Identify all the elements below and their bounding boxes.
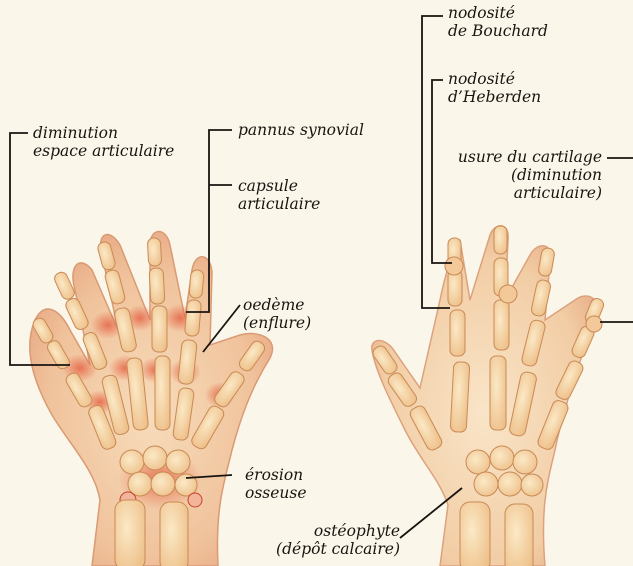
label-erosion-line2: osseuse <box>245 484 307 502</box>
label-osteophyte-line1: ostéophyte <box>245 522 400 540</box>
label-osteophyte: ostéophyte (dépôt calcaire) <box>245 522 400 558</box>
label-heberden-line2: d’Heberden <box>448 88 541 106</box>
right-hand-illustration <box>371 226 606 566</box>
label-oedeme-line2: (enflure) <box>243 314 311 332</box>
label-usure: usure du cartilage (diminution articulai… <box>430 148 602 202</box>
label-osteophyte-line2: (dépôt calcaire) <box>245 540 400 558</box>
label-usure-line2: (diminution <box>430 166 602 184</box>
label-bouchard-line1: nodosité <box>448 4 548 22</box>
label-erosion: érosion osseuse <box>245 466 307 502</box>
label-diminution: diminution espace articulaire <box>33 124 174 160</box>
label-capsule: capsule articulaire <box>238 177 320 213</box>
label-usure-line3: articulaire) <box>430 184 602 202</box>
label-capsule-line2: articulaire <box>238 195 320 213</box>
label-usure-line1: usure du cartilage <box>430 148 602 166</box>
label-pannus-line1: pannus synovial <box>238 121 364 139</box>
label-bouchard: nodosité de Bouchard <box>448 4 548 40</box>
label-bouchard-line2: de Bouchard <box>448 22 548 40</box>
label-oedeme-line1: oedème <box>243 296 311 314</box>
left-hand-illustration <box>30 231 273 566</box>
label-diminution-line1: diminution <box>33 124 174 142</box>
label-oedeme: oedème (enflure) <box>243 296 311 332</box>
label-heberden: nodosité d’Heberden <box>448 70 541 106</box>
label-pannus: pannus synovial <box>238 121 364 139</box>
label-capsule-line1: capsule <box>238 177 320 195</box>
label-diminution-line2: espace articulaire <box>33 142 174 160</box>
label-heberden-line1: nodosité <box>448 70 541 88</box>
label-erosion-line1: érosion <box>245 466 307 484</box>
